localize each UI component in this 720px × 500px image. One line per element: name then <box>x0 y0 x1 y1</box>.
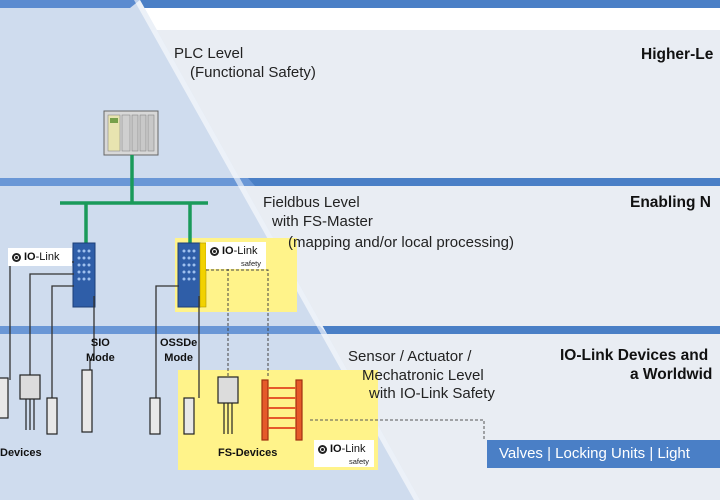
sio-mode-line2: Mode <box>86 352 115 364</box>
ossde-mode-line2: Mode <box>164 352 194 364</box>
io-link-safety-badge-master: IO-Link safety <box>206 242 266 269</box>
fs-master-module <box>177 242 207 308</box>
fs-devices-label: FS-Devices <box>218 447 278 459</box>
actuator-types-bar: Valves | Locking Units | Light <box>487 440 720 468</box>
io-link-icon <box>318 445 327 454</box>
io-link-safety-badge-suffix: -Link <box>341 443 366 455</box>
io-link-safety-badge-sub: safety <box>240 259 261 268</box>
io-link-safety-badge-sub: safety <box>348 457 369 466</box>
io-link-badge-brand: IO <box>24 251 36 263</box>
top-band <box>0 0 720 8</box>
plc-level-title: PLC Level <box>174 45 244 62</box>
sensor-level-title: Sensor / Actuator / <box>348 348 472 365</box>
sensor-divider <box>0 326 720 334</box>
io-link-master-module <box>72 242 96 308</box>
io-link-badge: IO-Link <box>8 248 72 266</box>
sensor-level-line2: Mechatronic Level <box>362 367 484 384</box>
plc-level-right-label: Higher-Le <box>641 46 714 63</box>
devices-label: Devices <box>0 447 42 459</box>
fieldbus-divider <box>0 178 720 186</box>
io-link-safety-badge-suffix: -Link <box>233 245 258 257</box>
fieldbus-network <box>60 155 208 245</box>
plc-level-subtitle: (Functional Safety) <box>190 64 316 81</box>
sio-mode-label: SIO Mode <box>86 336 115 366</box>
io-link-icon <box>12 253 21 262</box>
fieldbus-level-title: Fieldbus Level <box>263 194 360 211</box>
io-link-icon <box>210 247 219 256</box>
sio-mode-line1: SIO <box>90 337 110 349</box>
fs-devices <box>183 376 303 441</box>
ossde-mode-label: OSSDe Mode <box>160 336 197 366</box>
io-link-safety-badge-devices: IO-Link safety <box>314 440 374 467</box>
io-link-safety-badge-brand: IO <box>222 245 234 257</box>
fieldbus-level-right-label: Enabling N <box>630 194 711 211</box>
io-link-badge-suffix: -Link <box>35 251 60 263</box>
sensor-level-line3: with IO-Link Safety <box>369 385 495 402</box>
fieldbus-level-line3: (mapping and/or local processing) <box>288 234 514 251</box>
fieldbus-level-line2: with FS-Master <box>272 213 373 230</box>
standard-devices <box>0 369 161 435</box>
sensor-level-right-label-2: a Worldwid <box>630 366 713 383</box>
fs-devices-link-line <box>310 419 485 440</box>
sensor-level-right-label-1: IO-Link Devices and <box>560 347 709 364</box>
io-link-safety-badge-brand: IO <box>330 443 342 455</box>
ossde-mode-line1: OSSDe <box>160 337 198 349</box>
plc-device <box>103 110 159 156</box>
